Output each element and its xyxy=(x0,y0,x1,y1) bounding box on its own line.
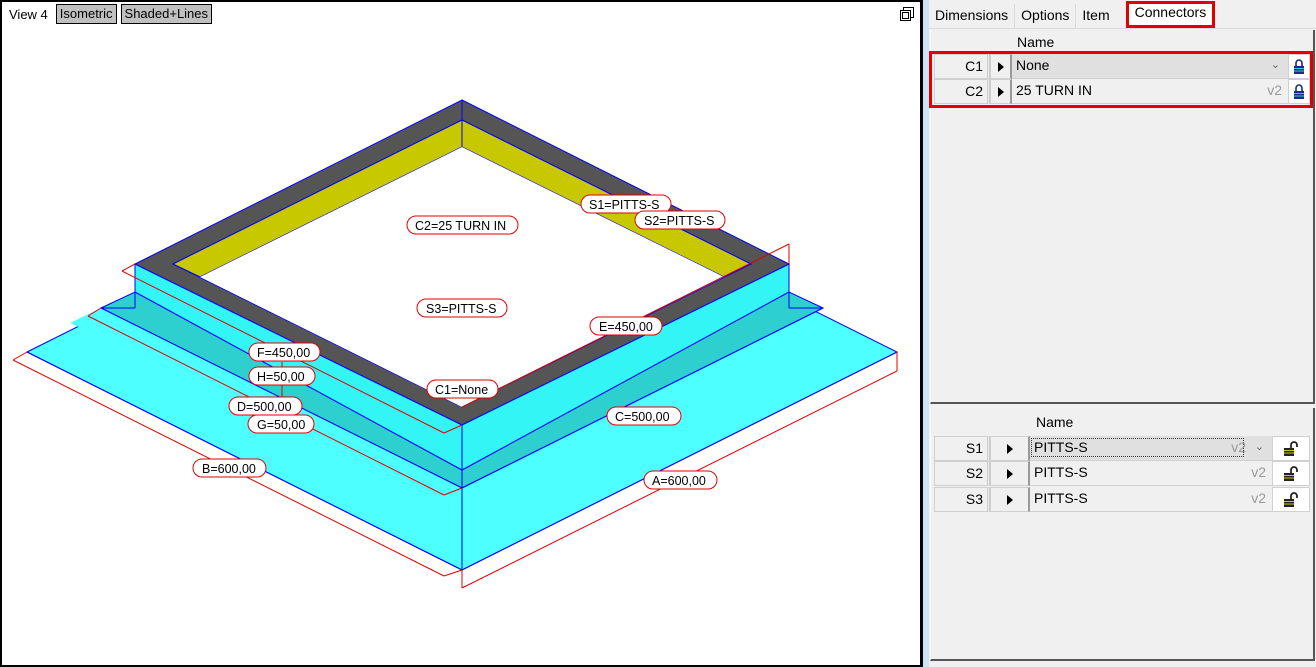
label-e[interactable]: E=450,00 xyxy=(589,316,663,336)
tab-dimensions[interactable]: Dimensions xyxy=(929,4,1016,28)
svg-text:E=450,00: E=450,00 xyxy=(599,320,653,334)
seam-row[interactable]: S3 PITTS-S v2 xyxy=(934,487,1310,512)
label-c[interactable]: C=500,00 xyxy=(606,406,682,426)
shaded-lines-button[interactable]: Shaded+Lines xyxy=(120,4,213,24)
label-d[interactable]: D=500,00 xyxy=(228,396,303,416)
lock-open-icon[interactable] xyxy=(1272,436,1310,461)
view-header: View 4 Isometric Shaded+Lines xyxy=(6,4,213,24)
tab-options[interactable]: Options xyxy=(1015,4,1077,28)
lock-closed-icon[interactable] xyxy=(1288,54,1310,79)
svg-text:C2=25 TURN IN: C2=25 TURN IN xyxy=(415,219,506,233)
connectors-grid: Name C1 None ⌄ C2 25 TURN IN v2 xyxy=(930,30,1315,404)
connector-row[interactable]: C2 25 TURN IN v2 xyxy=(934,79,1310,104)
chevron-down-icon[interactable]: ⌄ xyxy=(1270,59,1280,71)
isometric-button[interactable]: Isometric xyxy=(55,4,117,24)
seam-name: PITTS-S xyxy=(1034,439,1088,455)
version-badge: v2 xyxy=(1251,490,1266,506)
splitter[interactable] xyxy=(923,0,929,667)
seams-name-header: Name xyxy=(1036,414,1074,430)
view-title: View 4 xyxy=(9,7,48,22)
row-id: S2 xyxy=(934,461,990,486)
isometric-model[interactable]: S1=PITTS-S S2=PITTS-S C2=25 TURN IN S3=P… xyxy=(2,2,922,667)
row-id: S1 xyxy=(934,436,990,461)
expand-arrow-icon[interactable] xyxy=(990,487,1030,512)
svg-text:D=500,00: D=500,00 xyxy=(237,400,292,414)
connector-row[interactable]: C1 None ⌄ xyxy=(934,54,1310,79)
3d-viewport[interactable]: View 4 Isometric Shaded+Lines xyxy=(0,0,923,667)
properties-panel: Dimensions Options Item Connectors Name … xyxy=(929,0,1316,667)
label-h[interactable]: H=50,00 xyxy=(248,366,316,386)
expand-arrow-icon[interactable] xyxy=(990,461,1030,486)
seam-select[interactable]: PITTS-S v2 xyxy=(1030,487,1272,512)
label-c2[interactable]: C2=25 TURN IN xyxy=(406,215,519,235)
tab-bar: Dimensions Options Item Connectors xyxy=(929,1,1316,29)
lock-closed-icon[interactable] xyxy=(1288,79,1310,104)
version-badge: v2 xyxy=(1231,439,1246,455)
svg-text:S1=PITTS-S: S1=PITTS-S xyxy=(589,198,660,212)
label-a[interactable]: A=600,00 xyxy=(643,470,718,490)
label-s3[interactable]: S3=PITTS-S xyxy=(416,298,508,318)
seam-row[interactable]: S1 PITTS-S v2 ⌄ xyxy=(934,436,1310,461)
tab-item[interactable]: Item xyxy=(1076,4,1116,28)
chevron-down-icon[interactable]: ⌄ xyxy=(1254,441,1264,453)
expand-arrow-icon[interactable] xyxy=(990,79,1012,104)
connector-name: None xyxy=(1016,57,1050,73)
maximize-icon[interactable] xyxy=(900,7,914,21)
lock-open-icon[interactable] xyxy=(1272,461,1310,486)
svg-text:S3=PITTS-S: S3=PITTS-S xyxy=(426,302,497,316)
row-id: S3 xyxy=(934,487,990,512)
seams-grid: Name S1 PITTS-S v2 ⌄ S2 PITTS-S v2 xyxy=(930,408,1315,661)
label-b[interactable]: B=600,00 xyxy=(192,458,267,478)
label-f[interactable]: F=450,00 xyxy=(248,342,321,362)
connector-select[interactable]: 25 TURN IN v2 xyxy=(1012,79,1288,104)
svg-text:G=50,00: G=50,00 xyxy=(257,418,305,432)
connectors-name-header: Name xyxy=(1017,34,1055,50)
svg-text:S2=PITTS-S: S2=PITTS-S xyxy=(644,214,715,228)
version-badge: v2 xyxy=(1251,464,1266,480)
svg-text:C1=None: C1=None xyxy=(435,383,488,397)
connector-name: 25 TURN IN xyxy=(1016,82,1092,98)
svg-text:F=450,00: F=450,00 xyxy=(257,346,310,360)
row-id: C1 xyxy=(934,54,990,79)
seam-name: PITTS-S xyxy=(1034,490,1088,506)
seam-name: PITTS-S xyxy=(1034,464,1088,480)
label-g[interactable]: G=50,00 xyxy=(247,414,315,434)
label-c1[interactable]: C1=None xyxy=(426,379,499,399)
expand-arrow-icon[interactable] xyxy=(990,436,1030,461)
label-s1[interactable]: S1=PITTS-S xyxy=(580,194,672,214)
svg-text:A=600,00: A=600,00 xyxy=(652,474,706,488)
lock-open-icon[interactable] xyxy=(1272,487,1310,512)
seam-select[interactable]: PITTS-S v2 xyxy=(1030,461,1272,486)
seam-row[interactable]: S2 PITTS-S v2 xyxy=(934,461,1310,486)
svg-text:H=50,00: H=50,00 xyxy=(257,370,305,384)
version-badge: v2 xyxy=(1267,82,1282,98)
seam-select[interactable]: PITTS-S v2 ⌄ xyxy=(1030,436,1272,461)
connector-select[interactable]: None ⌄ xyxy=(1012,54,1288,79)
expand-arrow-icon[interactable] xyxy=(990,54,1012,79)
label-s2[interactable]: S2=PITTS-S xyxy=(634,210,726,230)
tab-connectors[interactable]: Connectors xyxy=(1125,1,1216,28)
svg-text:C=500,00: C=500,00 xyxy=(615,410,670,424)
svg-text:B=600,00: B=600,00 xyxy=(202,462,256,476)
row-id: C2 xyxy=(934,79,990,104)
